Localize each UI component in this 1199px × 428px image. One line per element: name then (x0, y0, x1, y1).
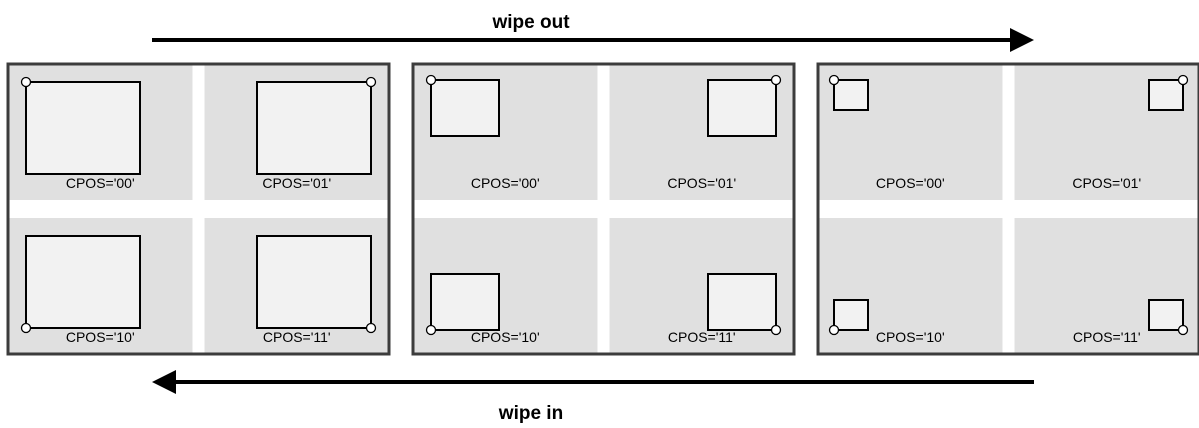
wipe-in-label: wipe in (498, 403, 563, 424)
cpos-label: CPOS='11' (263, 329, 331, 345)
anchor-point (425, 324, 437, 336)
picture-frame (707, 79, 777, 137)
anchor-point (770, 74, 782, 86)
cpos-label: CPOS='11' (668, 329, 736, 345)
cpos-cell: CPOS='10' (20, 235, 141, 345)
cpos-cell: CPOS='01' (1072, 74, 1189, 191)
cpos-label: CPOS='01' (1072, 175, 1141, 191)
cpos-cell: CPOS='10' (828, 299, 945, 345)
anchor-point (20, 76, 32, 88)
group-small-size: CPOS='00' CPOS='01' CPOS='10' CPOS='11' (816, 62, 1199, 356)
picture-frame (256, 235, 372, 329)
cpos-cell: CPOS='11' (256, 235, 377, 345)
picture-frame (833, 299, 869, 331)
picture-frame (25, 81, 141, 175)
anchor-point (365, 76, 377, 88)
cpos-label: CPOS='10' (876, 329, 945, 345)
cpos-cell: CPOS='11' (668, 273, 782, 345)
anchor-point (365, 322, 377, 334)
picture-frame (1148, 299, 1184, 331)
cpos-label: CPOS='00' (471, 175, 540, 191)
anchor-point (1177, 324, 1189, 336)
picture-frame (256, 81, 372, 175)
anchor-point (1177, 74, 1189, 86)
cell-background (818, 218, 1003, 354)
cpos-cell: CPOS='01' (667, 74, 782, 191)
cpos-cell: CPOS='11' (1073, 299, 1189, 345)
cpos-cell: CPOS='00' (425, 74, 540, 191)
cell-background (1014, 218, 1199, 354)
cpos-label: CPOS='11' (1073, 329, 1141, 345)
cpos-label: CPOS='01' (262, 175, 331, 191)
cpos-cell: CPOS='10' (425, 273, 540, 345)
anchor-point (770, 324, 782, 336)
wipe-in-arrow: wipe in (152, 370, 1034, 424)
anchor-point (828, 324, 840, 336)
cpos-label: CPOS='00' (66, 175, 135, 191)
cpos-label: CPOS='00' (876, 175, 945, 191)
group-border (6, 62, 391, 356)
anchor-point (425, 74, 437, 86)
anchor-point (20, 322, 32, 334)
picture-frame (707, 273, 777, 331)
group-border (816, 62, 1199, 356)
anchor-point (828, 74, 840, 86)
group-medium-size: CPOS='00' CPOS='01' CPOS='10' CPOS='11' (411, 62, 796, 356)
group-full-size: CPOS='00' CPOS='01' CPOS='10' CPOS='11' (6, 62, 391, 356)
cpos-cell: CPOS='01' (256, 76, 377, 191)
picture-frame (430, 79, 500, 137)
picture-frame (833, 79, 869, 111)
wipe-out-label: wipe out (491, 12, 570, 33)
wipe-out-arrow: wipe out (152, 12, 1034, 52)
picture-frame (25, 235, 141, 329)
panel-grid: CPOS='00'CPOS='01'CPOS='10'CPOS='11'CPOS… (6, 62, 1199, 356)
cpos-label: CPOS='01' (667, 175, 736, 191)
cpos-cell: CPOS='00' (828, 74, 945, 191)
cpos-label: CPOS='10' (66, 329, 135, 345)
cpos-label: CPOS='10' (471, 329, 540, 345)
group-border (411, 62, 796, 356)
picture-frame (1148, 79, 1184, 111)
picture-frame (430, 273, 500, 331)
cpos-cell: CPOS='00' (20, 76, 141, 191)
